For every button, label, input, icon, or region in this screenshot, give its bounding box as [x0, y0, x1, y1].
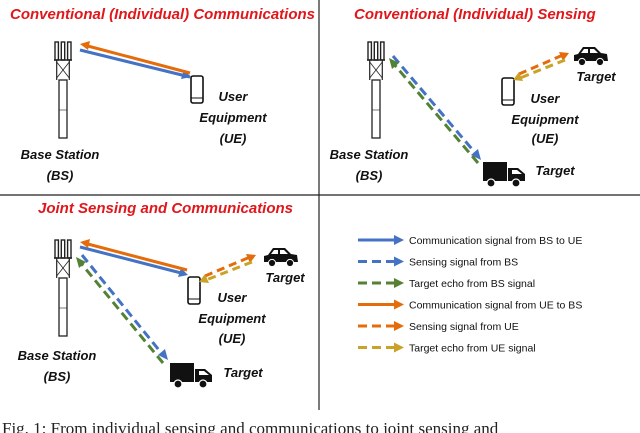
- ue-label: User: [218, 290, 248, 305]
- truck-icon: [169, 362, 213, 389]
- figure-caption: Fig. 1: From individual sensing and comm…: [2, 419, 499, 433]
- arrowhead-sensing-ue: [559, 52, 569, 61]
- legend-arrowhead: [394, 342, 404, 353]
- phone-icon: [187, 276, 201, 305]
- target-label: Target: [265, 270, 305, 285]
- arrowhead-echo-ue: [199, 274, 209, 283]
- arrow-echo-ue: [205, 260, 253, 282]
- car-icon: [263, 247, 299, 268]
- legend-item: Sensing signal from BS: [358, 256, 518, 269]
- panel-title: Conventional (Individual) Sensing: [354, 6, 596, 23]
- base-station-icon: [53, 41, 73, 139]
- ue-label-abbr: (UE): [219, 331, 246, 346]
- ue-label-2: Equipment: [198, 311, 266, 326]
- truck-icon: [482, 161, 526, 188]
- bs-label-abbr: (BS): [44, 369, 71, 384]
- arrowhead-echo-ue: [513, 72, 523, 81]
- bs-label: Base Station: [330, 147, 409, 162]
- legend-label: Target echo from BS signal: [409, 278, 535, 290]
- bs-label-abbr: (BS): [47, 168, 74, 183]
- phone-icon: [501, 77, 515, 106]
- legend: Communication signal from BS to UE Sensin…: [358, 235, 582, 355]
- arrowhead-sensing-ue: [246, 254, 256, 263]
- ue-label-2: Equipment: [199, 110, 267, 125]
- legend-label: Target echo from UE signal: [409, 343, 536, 355]
- legend-label: Sensing signal from UE: [409, 321, 519, 333]
- arrowhead-comm-ue-to-bs: [80, 239, 90, 248]
- arrowhead-sensing-bs: [158, 349, 168, 360]
- target-label: Target: [223, 365, 263, 380]
- base-station-icon: [53, 239, 73, 337]
- arrow-sensing-ue: [204, 255, 251, 278]
- panel-title: Conventional (Individual) Communications: [10, 6, 315, 23]
- car-icon: [573, 46, 609, 67]
- arrowhead-comm-ue-to-bs: [80, 41, 90, 50]
- arrow-sensing-bs: [391, 55, 479, 156]
- arrow-comm-ue-to-bs: [83, 241, 188, 272]
- legend-item: Target echo from BS signal: [358, 278, 535, 290]
- arrowhead-echo-bs: [76, 257, 86, 268]
- legend-label: Communication signal from UE to BS: [409, 300, 582, 312]
- legend-item: Sensing signal from UE: [358, 321, 519, 333]
- legend-item: Communication signal from BS to UE: [358, 235, 582, 247]
- arrow-echo-bs: [391, 62, 480, 164]
- bs-label-abbr: (BS): [356, 168, 383, 183]
- ue-label-abbr: (UE): [532, 131, 559, 146]
- panel-title: Joint Sensing and Communications: [38, 200, 293, 217]
- arrow-comm-bs-to-ue: [79, 245, 186, 276]
- bs-label: Base Station: [21, 147, 100, 162]
- legend-arrowhead: [394, 321, 404, 331]
- legend-arrowhead: [394, 299, 404, 310]
- arrow-comm-ue-to-bs: [83, 43, 191, 75]
- phone-icon: [190, 75, 204, 104]
- arrowhead-echo-bs: [389, 58, 399, 69]
- legend-label: Communication signal from BS to UE: [409, 235, 582, 247]
- arrow-echo-bs: [78, 261, 165, 364]
- legend-label: Sensing signal from BS: [409, 257, 518, 269]
- arrowhead-sensing-bs: [471, 149, 481, 160]
- ue-label: User: [531, 91, 561, 106]
- ue-label: User: [219, 89, 249, 104]
- target-label: Target: [535, 163, 575, 178]
- base-station-icon: [366, 41, 386, 139]
- panel-communications: Conventional (Individual) Communications…: [10, 6, 315, 183]
- arrow-comm-bs-to-ue: [79, 48, 191, 79]
- arrow-sensing-ue: [518, 53, 564, 76]
- legend-arrowhead: [394, 278, 404, 288]
- ue-label-abbr: (UE): [220, 131, 247, 146]
- arrow-echo-ue: [519, 58, 566, 80]
- panel-joint: Joint Sensing and Communications Base St…: [18, 200, 305, 389]
- legend-item: Communication signal from UE to BS: [358, 299, 582, 312]
- panel-sensing: Conventional (Individual) Sensing Base S…: [330, 6, 616, 188]
- ue-label-2: Equipment: [511, 112, 579, 127]
- legend-arrowhead: [394, 235, 404, 245]
- legend-item: Target echo from UE signal: [358, 342, 536, 355]
- arrow-sensing-bs: [80, 254, 165, 356]
- arrowhead-comm-bs-to-ue: [178, 268, 188, 277]
- target-label: Target: [576, 69, 616, 84]
- bs-label: Base Station: [18, 348, 97, 363]
- legend-arrowhead: [394, 256, 404, 267]
